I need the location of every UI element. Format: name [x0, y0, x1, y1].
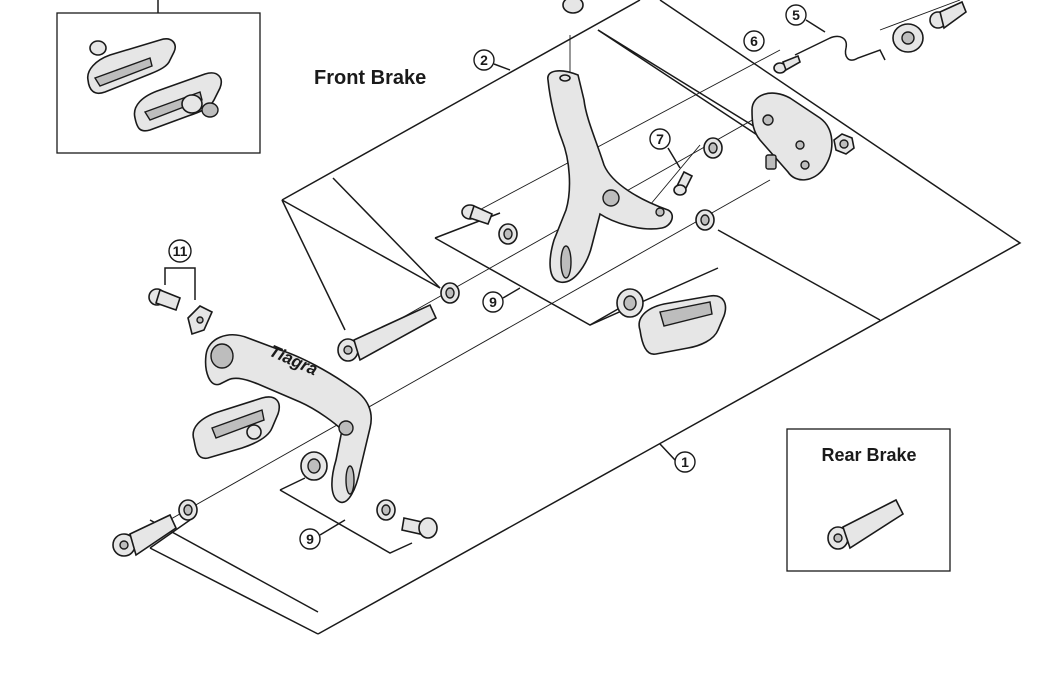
- callout-9-upper: 9: [482, 287, 521, 313]
- svg-text:1: 1: [681, 454, 689, 470]
- brake-shoe-left: [192, 396, 280, 460]
- rear-brake-title: Rear Brake: [821, 445, 916, 465]
- callout-2: 2: [473, 49, 511, 71]
- rear-brake-inset: Rear Brake: [786, 428, 951, 572]
- svg-text:9: 9: [489, 294, 497, 310]
- return-spring: [794, 35, 886, 61]
- svg-text:2: 2: [480, 52, 488, 68]
- callout-5: 5: [785, 4, 826, 33]
- set-screw: [765, 154, 777, 170]
- svg-text:7: 7: [656, 131, 664, 147]
- cable-anchor-bolt: [148, 288, 181, 312]
- inset-brake-shoes: [56, 0, 261, 154]
- callout-1: 1: [659, 443, 696, 473]
- small-bolt-7: [673, 170, 694, 196]
- pivot-nut: [833, 133, 855, 155]
- assembly-outline-2: [281, 0, 781, 331]
- inset-shoe-lower: [133, 72, 222, 132]
- bottom-pivot-bolt: [112, 513, 178, 557]
- cable-bolt-lower: [401, 517, 438, 539]
- callout-11: 11: [164, 239, 196, 300]
- pivot-washer-top: [892, 23, 924, 53]
- assembly-outline-1: [149, 0, 1022, 635]
- rear-brake-bolt: [827, 498, 905, 550]
- svg-text:11: 11: [173, 243, 188, 259]
- pivot-bolt-top: [929, 0, 967, 30]
- front-brake-title: Front Brake: [314, 67, 426, 89]
- cable-bolt-upper: [461, 204, 494, 225]
- svg-text:9: 9: [306, 531, 314, 547]
- top-nut: [562, 0, 584, 14]
- callout-6: 6: [743, 30, 765, 52]
- caliper-arm-upper: [547, 70, 674, 283]
- inset-shoe-upper: [86, 38, 176, 95]
- caliper-arm-lower: Tiagra: [204, 334, 372, 504]
- brake-shoe-right: [638, 294, 727, 355]
- bracket-9-lower: [279, 477, 413, 554]
- callout-9-lower: 9: [299, 519, 346, 550]
- cable-anchor-plate: [187, 305, 214, 336]
- long-pivot-bolt: [337, 303, 438, 362]
- pivot-plate: [751, 92, 833, 181]
- svg-text:5: 5: [792, 7, 800, 23]
- svg-text:6: 6: [750, 33, 758, 49]
- adjust-screw: [773, 54, 801, 74]
- callout-7: 7: [649, 128, 681, 169]
